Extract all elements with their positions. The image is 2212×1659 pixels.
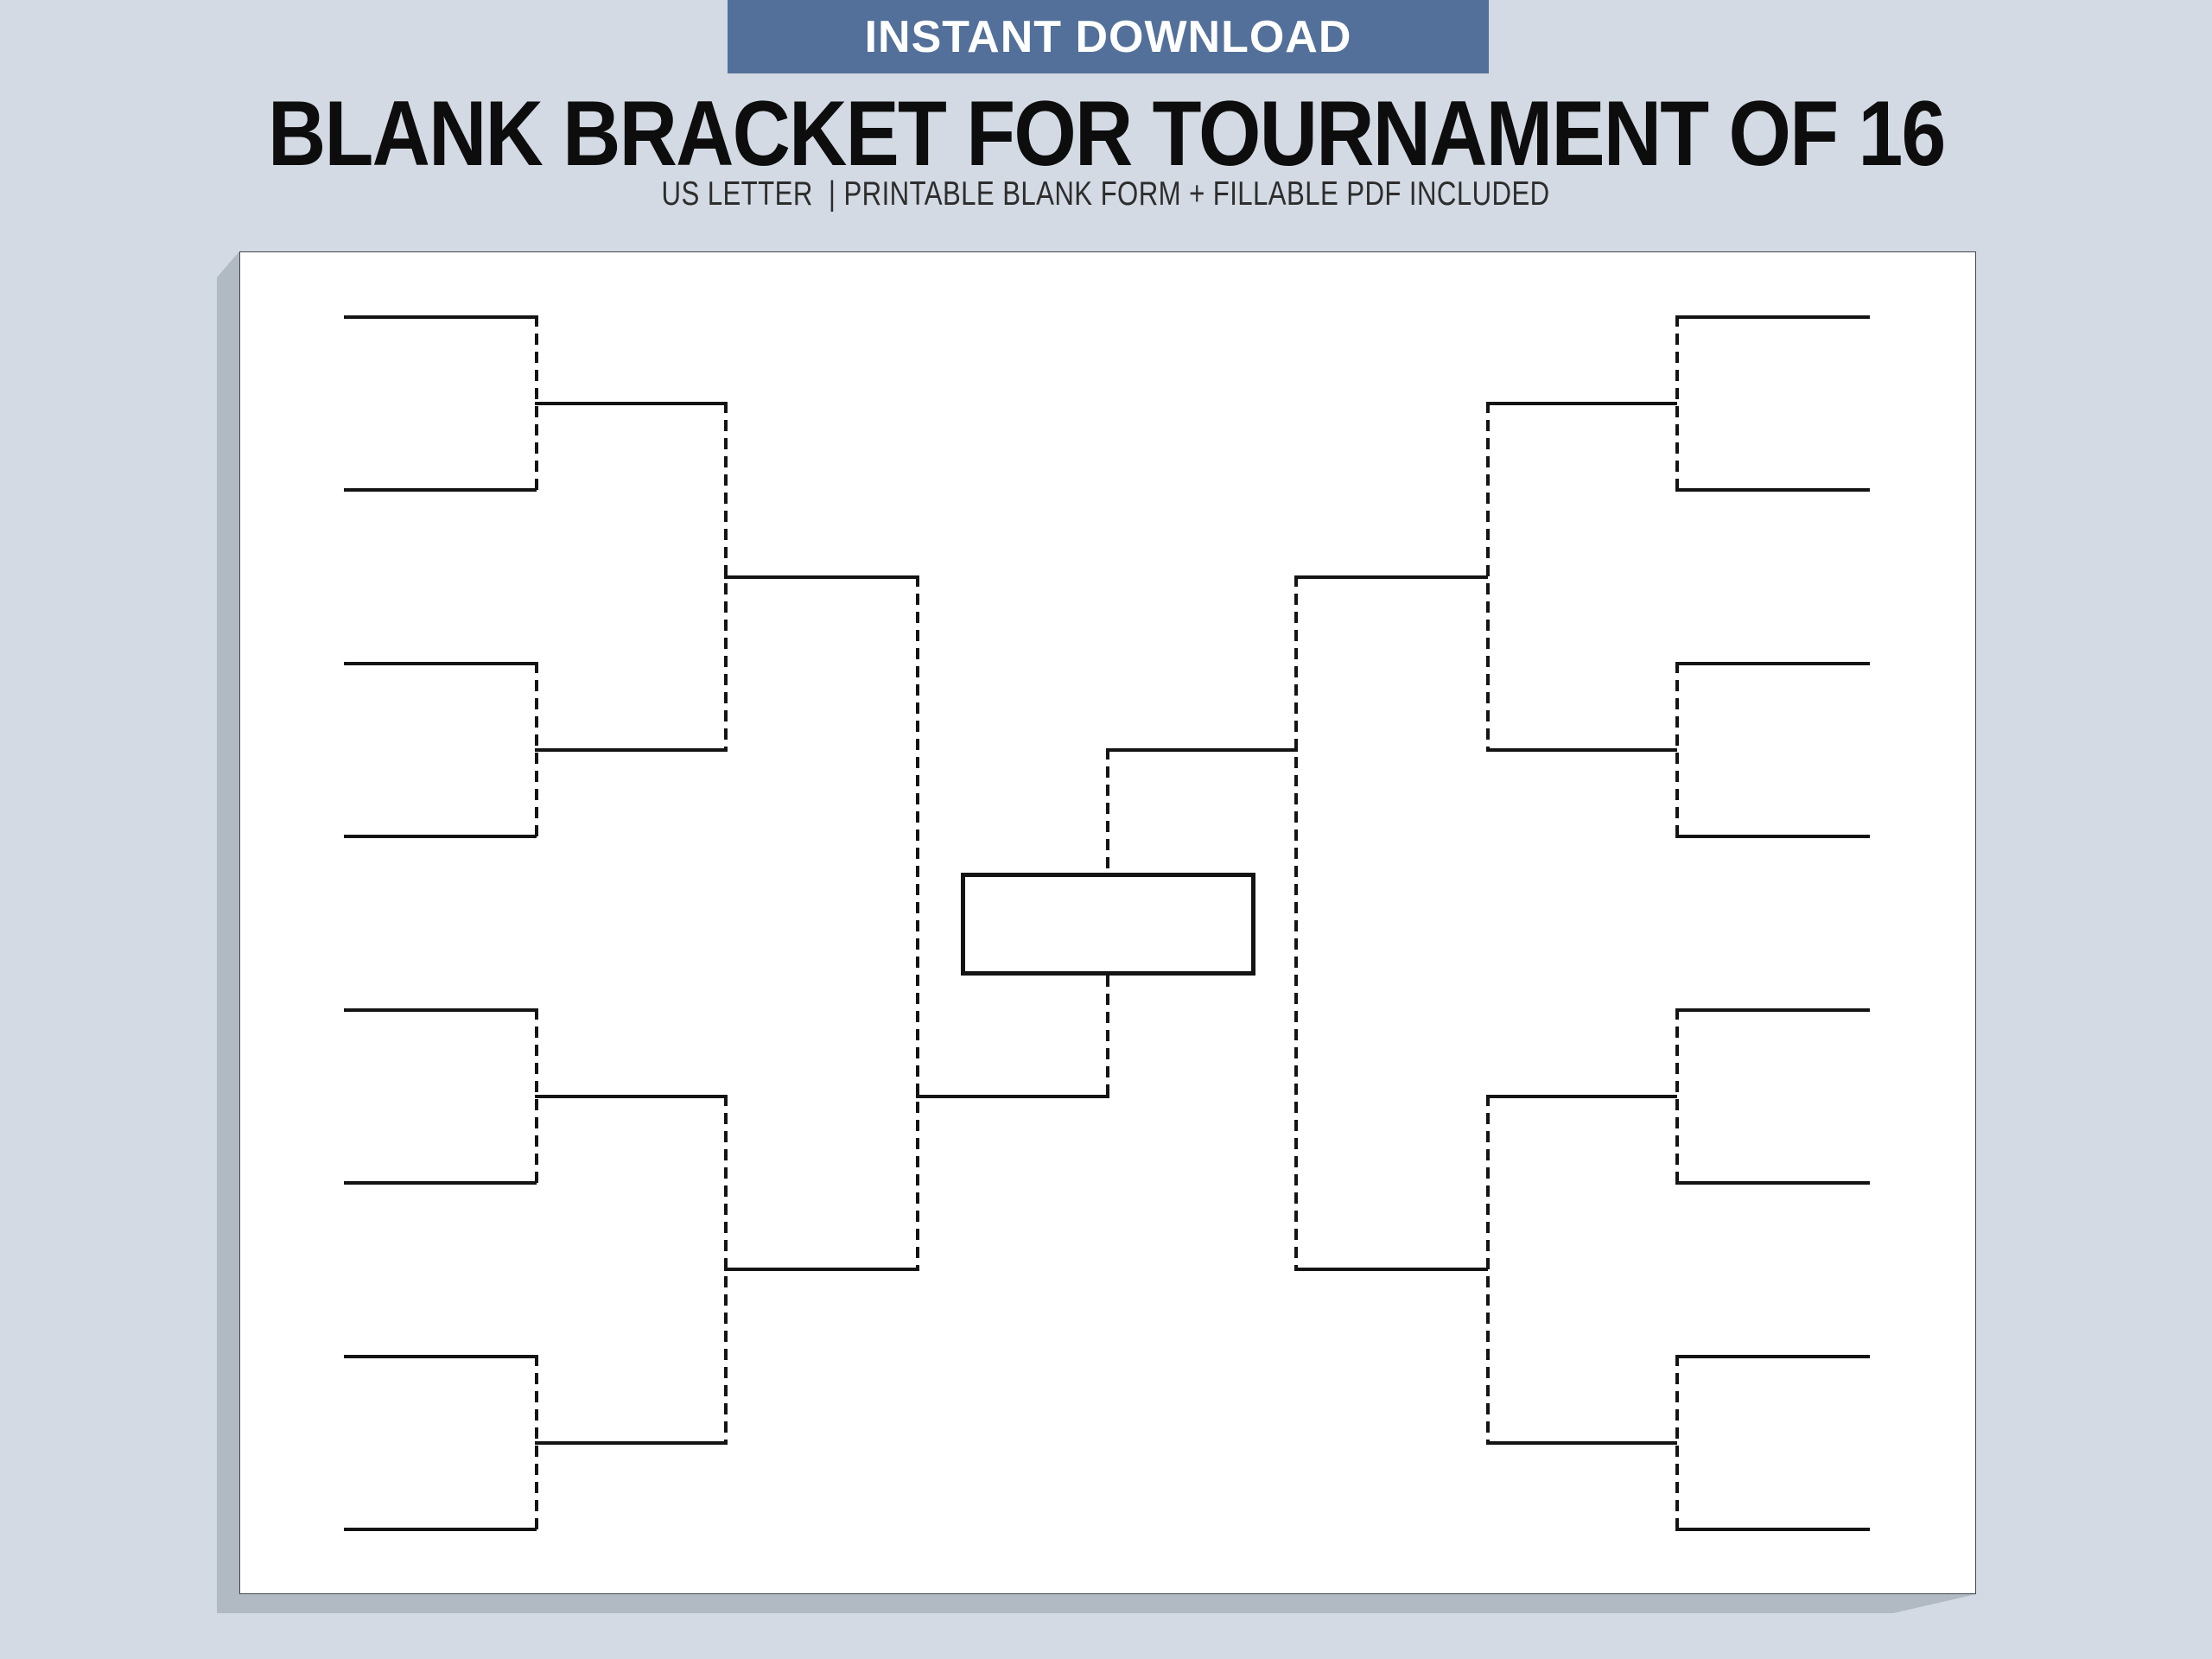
round1-slot-line-left (344, 315, 537, 319)
finalist-slot-line-left (916, 1095, 1109, 1098)
round1-connector-right (1675, 1355, 1679, 1531)
final-connector-bottom (1106, 976, 1109, 1098)
banner-label: INSTANT DOWNLOAD (864, 11, 1352, 62)
round1-slot-line-right (1675, 1181, 1870, 1185)
round3-slot-line-left (724, 1268, 918, 1271)
champion-box (961, 873, 1255, 976)
round2-slot-line-right (1486, 402, 1677, 405)
instant-download-banner: INSTANT DOWNLOAD (728, 0, 1489, 73)
round2-slot-line-left (535, 1095, 726, 1098)
round2-slot-line-left (535, 748, 726, 752)
round3-slot-line-right (1294, 1268, 1488, 1271)
bracket-sheet (239, 251, 1976, 1594)
round1-connector-right (1675, 315, 1679, 492)
round3-slot-line-right (1294, 575, 1488, 579)
round1-slot-line-right (1675, 315, 1870, 319)
round2-slot-line-right (1486, 748, 1677, 752)
page-title: BLANK BRACKET FOR TOURNAMENT OF 16 (267, 81, 1946, 185)
final-connector-top (1106, 748, 1109, 873)
round2-slot-line-right (1486, 1441, 1677, 1445)
round3-connector-right (1294, 575, 1298, 1271)
round2-connector-right (1486, 1095, 1490, 1445)
round1-connector-right (1675, 1008, 1679, 1185)
round2-slot-line-left (535, 1441, 726, 1445)
round3-connector-left (916, 575, 919, 1271)
round1-slot-line-left (344, 662, 537, 665)
page-subtitle: US LETTER | PRINTABLE BLANK FORM + FILLA… (661, 175, 1551, 213)
round2-connector-right (1486, 402, 1490, 752)
finalist-slot-line-right (1106, 748, 1298, 752)
round1-slot-line-right (1675, 835, 1870, 838)
round1-slot-line-left (344, 1008, 537, 1012)
round1-slot-line-right (1675, 662, 1870, 665)
round1-slot-line-left (344, 1528, 537, 1531)
round2-slot-line-left (535, 402, 726, 405)
round1-slot-line-right (1675, 488, 1870, 492)
round1-slot-line-left (344, 835, 537, 838)
round3-slot-line-left (724, 575, 918, 579)
round1-slot-line-left (344, 1355, 537, 1358)
round1-slot-line-right (1675, 1008, 1870, 1012)
round1-slot-line-right (1675, 1355, 1870, 1358)
round2-slot-line-right (1486, 1095, 1677, 1098)
round1-slot-line-right (1675, 1528, 1870, 1531)
round1-slot-line-left (344, 488, 537, 492)
round1-slot-line-left (344, 1181, 537, 1185)
round1-connector-right (1675, 662, 1679, 838)
